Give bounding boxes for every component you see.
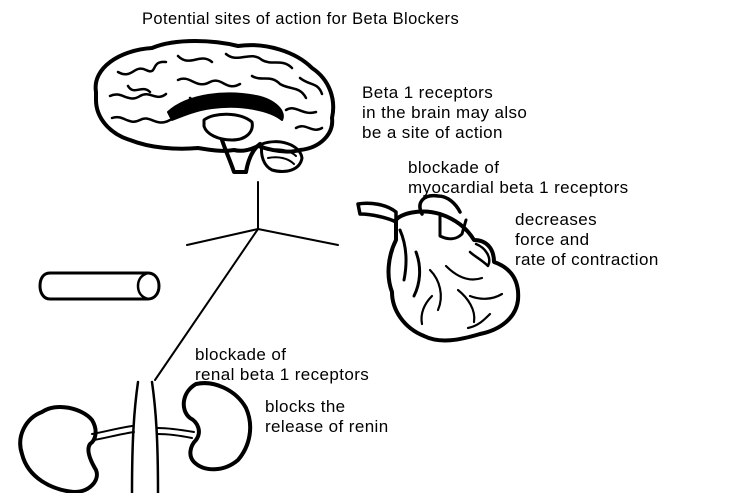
brain-note-line: in the brain may also: [362, 103, 527, 123]
heart-effect-line: decreases: [515, 210, 659, 230]
heart-icon: [358, 196, 518, 341]
vena-cava-line: [152, 382, 158, 493]
corpus-callosum: [168, 93, 283, 120]
heart-block-line: myocardial beta 1 receptors: [408, 178, 629, 198]
brain-note-line: Beta 1 receptors: [362, 83, 527, 103]
heart-effect-line: force and: [515, 230, 659, 250]
auricle: [470, 244, 489, 266]
connector-right: [258, 229, 338, 245]
renal-effect-line: release of renin: [265, 417, 389, 437]
brainstem: [222, 140, 260, 172]
heart-outline: [389, 212, 519, 341]
renal-block-line: blockade of: [195, 345, 369, 365]
great-vessels: [358, 203, 396, 222]
aorta-line: [132, 382, 138, 493]
connector-left: [187, 229, 258, 245]
kidney-icon: [20, 382, 250, 493]
thalamus: [204, 114, 252, 140]
brain-receptor-note: Beta 1 receptors in the brain may also b…: [362, 83, 527, 143]
renal-blockade-label: blockade of renal beta 1 receptors: [195, 345, 369, 385]
renal-effect-line: blocks the: [265, 397, 389, 417]
renal-vessel-left: [92, 426, 134, 440]
kidney-left: [20, 407, 97, 492]
brain-note-line: be a site of action: [362, 123, 527, 143]
heart-effect-line: rate of contraction: [515, 250, 659, 270]
brain-icon: [96, 41, 334, 172]
renin-effect-label: blocks the release of renin: [265, 397, 389, 437]
vena-cava: [400, 230, 420, 296]
renal-vessel-right: [158, 428, 194, 438]
brain-gyri: [110, 54, 322, 130]
contraction-effect-label: decreases force and rate of contraction: [515, 210, 659, 270]
myocardial-blockade-label: blockade of myocardial beta 1 receptors: [408, 158, 629, 198]
renal-block-line: renal beta 1 receptors: [195, 365, 369, 385]
kidney-right: [184, 383, 250, 469]
pill-icon: [40, 273, 159, 299]
heart-block-line: blockade of: [408, 158, 629, 178]
coronary-vessels: [421, 266, 502, 328]
diagram-title: Potential sites of action for Beta Block…: [142, 9, 459, 29]
